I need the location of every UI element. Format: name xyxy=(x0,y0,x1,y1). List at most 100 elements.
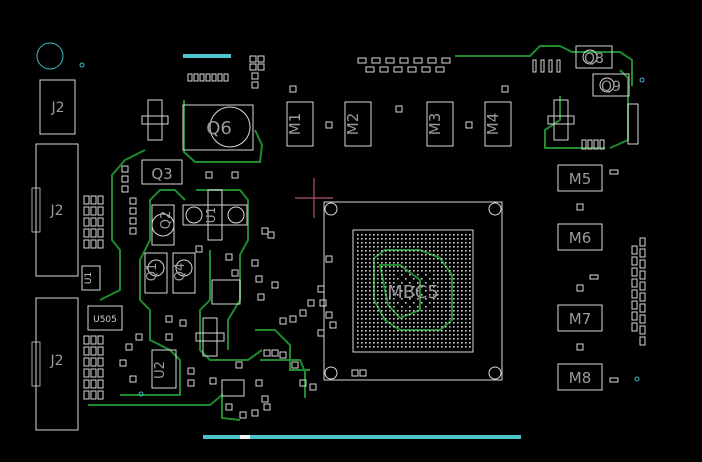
passive-component xyxy=(576,284,584,292)
passive-component xyxy=(251,81,259,89)
bga-ball xyxy=(417,266,419,268)
bga-ball xyxy=(413,318,415,320)
bga-ball xyxy=(457,342,459,344)
bga-ball xyxy=(457,286,459,288)
bga-ball xyxy=(389,286,391,288)
bga-ball xyxy=(405,318,407,320)
bga-ball xyxy=(437,306,439,308)
bga-ball xyxy=(393,294,395,296)
origin-crosshair-icon xyxy=(295,178,333,218)
bga-ball xyxy=(397,266,399,268)
u1-label: U1 xyxy=(84,272,94,284)
bga-ball xyxy=(389,282,391,284)
bga-ball xyxy=(461,294,463,296)
passive-component xyxy=(249,63,257,71)
passive-component xyxy=(257,293,265,301)
bga-ball xyxy=(461,326,463,328)
m6-label: M6 xyxy=(569,229,592,247)
bga-ball xyxy=(417,330,419,332)
bga-ball xyxy=(465,334,467,336)
passive-component xyxy=(639,336,646,346)
bga-ball xyxy=(377,282,379,284)
bga-ball xyxy=(405,322,407,324)
bga-ball xyxy=(365,282,367,284)
passive-component xyxy=(205,73,211,82)
passive-component xyxy=(581,139,587,150)
bga-ball xyxy=(465,338,467,340)
bga-ball xyxy=(393,314,395,316)
bga-ball xyxy=(369,302,371,304)
bga-ball xyxy=(361,266,363,268)
bga-ball xyxy=(433,306,435,308)
bga-ball xyxy=(421,310,423,312)
bga-ball xyxy=(429,286,431,288)
component-u1-pads: U1 xyxy=(182,189,248,241)
bga-ball xyxy=(425,274,427,276)
bga-ball xyxy=(441,290,443,292)
bga-ball xyxy=(429,238,431,240)
passive-component xyxy=(83,217,90,227)
bga-ball xyxy=(381,326,383,328)
bga-ball xyxy=(365,302,367,304)
passive-component xyxy=(399,57,409,64)
passive-component xyxy=(90,357,97,367)
bga-ball xyxy=(409,318,411,320)
bga-ball xyxy=(433,278,435,280)
bga-ball xyxy=(365,238,367,240)
bga-ball xyxy=(449,294,451,296)
bga-ball xyxy=(373,334,375,336)
bga-ball xyxy=(461,314,463,316)
device-left-q6 xyxy=(141,99,169,141)
component-u505: U505 xyxy=(87,305,123,331)
bga-ball xyxy=(369,322,371,324)
mounting-hole-icon xyxy=(36,42,64,70)
bga-ball xyxy=(449,298,451,300)
passive-component xyxy=(97,228,104,238)
bga-ball xyxy=(373,318,375,320)
bga-ball xyxy=(389,242,391,244)
bga-ball xyxy=(465,306,467,308)
bga-ball xyxy=(461,318,463,320)
bga-ball xyxy=(393,246,395,248)
bga-ball xyxy=(421,242,423,244)
bga-ball xyxy=(425,298,427,300)
bga-ball xyxy=(385,270,387,272)
bga-ball xyxy=(449,342,451,344)
bga-ball xyxy=(461,274,463,276)
bga-ball xyxy=(385,246,387,248)
bga-ball xyxy=(449,346,451,348)
bga-ball xyxy=(409,334,411,336)
passive-component xyxy=(319,299,327,307)
passive-component xyxy=(83,335,90,345)
bga-ball xyxy=(377,298,379,300)
bga-ball xyxy=(445,242,447,244)
passive-component xyxy=(97,379,104,389)
bga-ball xyxy=(417,246,419,248)
bga-ball xyxy=(445,294,447,296)
bga-ball xyxy=(461,258,463,260)
transistor-q9: Q9 xyxy=(592,73,630,97)
bga-ball xyxy=(461,254,463,256)
bga-ball xyxy=(445,338,447,340)
bga-ball xyxy=(437,334,439,336)
bga-ball xyxy=(445,342,447,344)
bga-ball xyxy=(469,306,471,308)
passive-component xyxy=(257,63,265,71)
bga-ball xyxy=(409,338,411,340)
bga-ball xyxy=(357,322,359,324)
bga-ball xyxy=(417,306,419,308)
passive-component xyxy=(235,361,243,369)
bga-ball xyxy=(377,266,379,268)
bga-ball xyxy=(453,294,455,296)
transistor-q4: Q4 xyxy=(172,252,196,294)
bga-ball xyxy=(433,250,435,252)
bga-ball xyxy=(413,334,415,336)
bga-ball xyxy=(437,242,439,244)
bga-ball xyxy=(465,262,467,264)
passive-component xyxy=(83,206,90,216)
fiducial-icon xyxy=(79,62,85,68)
bga-ball xyxy=(433,314,435,316)
bga-ball xyxy=(377,274,379,276)
passive-component xyxy=(225,403,233,411)
bga-ball xyxy=(397,242,399,244)
